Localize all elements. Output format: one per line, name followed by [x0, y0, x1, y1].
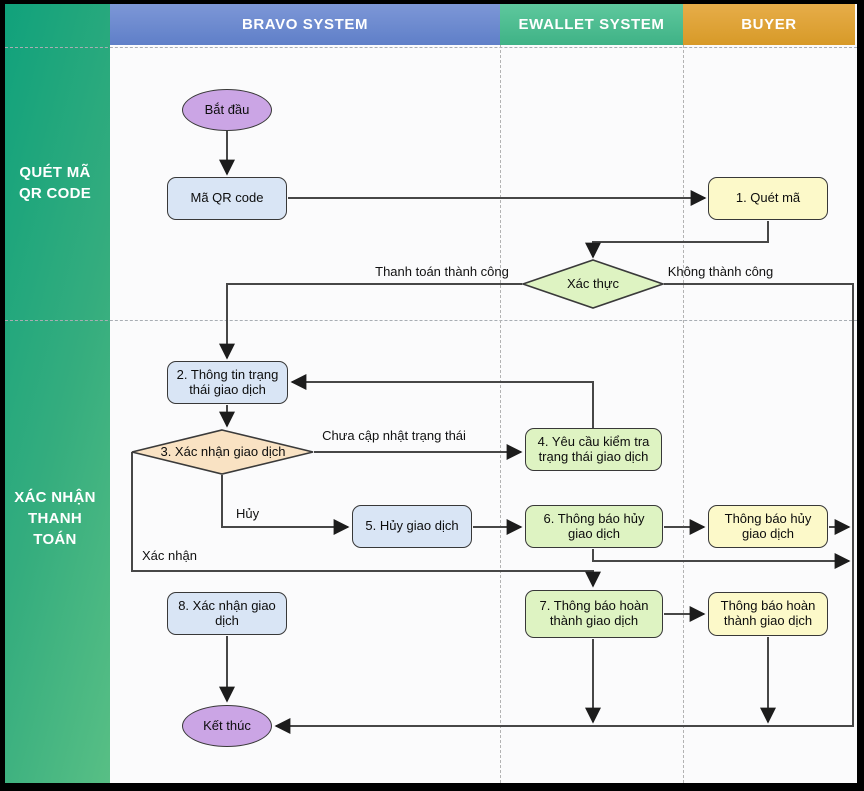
frame-right	[857, 0, 864, 791]
node-status-info: 2. Thông tin trạng thái giao dịch	[167, 361, 288, 404]
node-buyer-complete-notice: Thông báo hoàn thành giao dịch	[708, 592, 828, 636]
edge-label-fail: Không thành công	[667, 264, 774, 279]
edge-notifycancel-to-endline	[592, 549, 851, 569]
edge-label-not-updated: Chưa cập nhật trạng thái	[322, 428, 466, 443]
edge-confirm-cancel-to-cancel	[221, 475, 350, 535]
frame-left	[0, 0, 5, 791]
lane-header-buyer: BUYER	[683, 4, 855, 45]
edge-verify-fail-to-end	[274, 283, 854, 734]
phase-divider	[5, 320, 857, 321]
frame-bottom	[0, 783, 864, 791]
edge-label-confirm: Xác nhận	[142, 548, 197, 563]
decision-confirm-shape	[131, 429, 314, 475]
header-divider	[5, 47, 857, 48]
lane-divider-ewallet-buyer	[683, 45, 684, 783]
edge-label-cancel: Hủy	[236, 506, 260, 521]
frame-top	[0, 0, 864, 4]
node-qr-code: Mã QR code	[167, 177, 287, 220]
node-end: Kết thúc	[182, 705, 272, 747]
node-notify-complete: 7. Thông báo hoàn thành giao dịch	[525, 590, 663, 638]
phase-label-confirm-payment: XÁC NHẬN THANH TOÁN	[14, 488, 96, 548]
node-cancel-transaction: 5. Hủy giao dịch	[352, 505, 472, 548]
edge-check-back-to-status	[290, 374, 594, 428]
node-start: Bắt đầu	[182, 89, 272, 131]
phase-sidebar: QUÉT MÃ QR CODE XÁC NHẬN THANH TOÁN	[0, 0, 110, 783]
phase-label-scan-qr: QUÉT MÃ QR CODE	[18, 163, 92, 202]
edge-scan-to-verify	[585, 221, 769, 259]
node-buyer-cancel-notice: Thông báo hủy giao dịch	[708, 505, 828, 548]
decision-confirm-label: 3. Xác nhận giao dịch	[160, 444, 286, 460]
node-check-status: 4. Yêu cầu kiểm tra trạng thái giao dịch	[525, 428, 662, 471]
lane-header-ewallet-system: EWALLET SYSTEM	[500, 4, 683, 45]
node-confirm-final: 8. Xác nhận giao dịch	[167, 592, 287, 635]
node-notify-cancel: 6. Thông báo hủy giao dịch	[525, 505, 663, 548]
lane-header-bravo-system: BRAVO SYSTEM	[110, 4, 500, 45]
phase-row-scan-qr: QUÉT MÃ QR CODE	[0, 45, 110, 320]
lane-divider-bravo-ewallet	[500, 45, 501, 783]
phase-row-confirm-payment: XÁC NHẬN THANH TOÁN	[0, 320, 110, 760]
node-scan: 1. Quét mã	[708, 177, 828, 220]
edge-label-success: Thanh toán thành công	[375, 264, 509, 279]
edge-verify-success-to-status	[219, 283, 522, 360]
decision-verify-label: Xác thực	[566, 276, 620, 292]
edge-confirm-ok-to-notifycomplete	[131, 452, 601, 588]
decision-verify-shape	[520, 259, 666, 309]
